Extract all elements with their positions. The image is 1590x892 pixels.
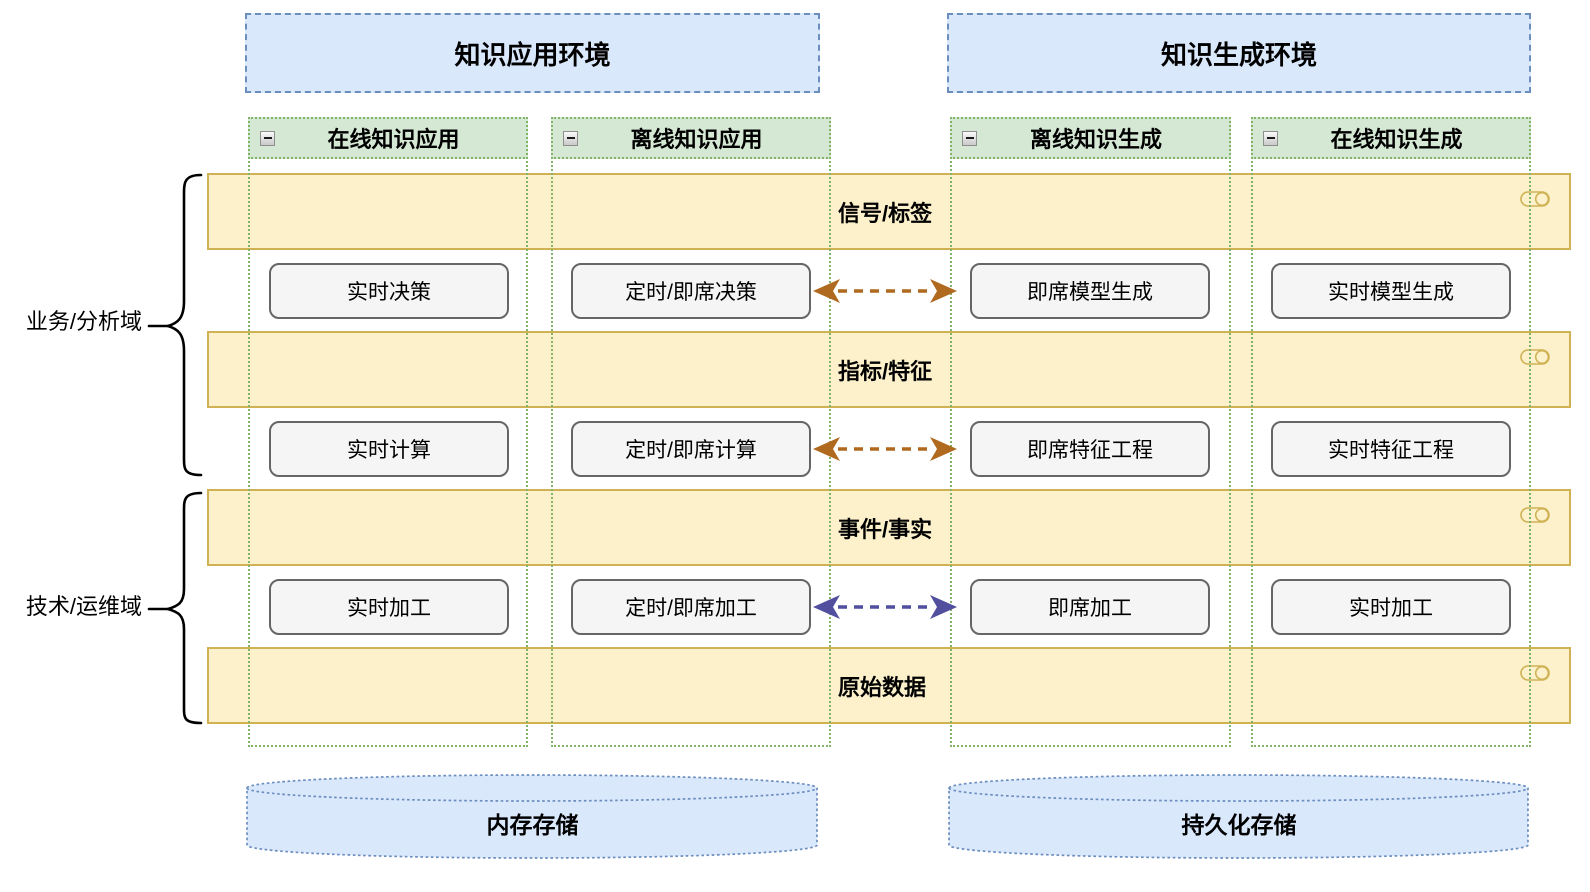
env-title: 知识生成环境	[1160, 39, 1317, 70]
column-title: 在线知识生成	[1330, 127, 1463, 152]
node-scheduled-adhoc-processing: 定时/即席加工	[571, 579, 811, 635]
node-adhoc-model-generation: 即席模型生成	[970, 263, 1210, 319]
node-realtime-model-generation: 实时模型生成	[1271, 263, 1511, 319]
env-knowledge-generation: 知识生成环境	[947, 13, 1531, 93]
datastore-roll-icon	[1520, 191, 1550, 207]
column-title: 离线知识应用	[630, 127, 763, 152]
storage-label: 内存存储	[486, 812, 579, 838]
node-adhoc-processing: 即席加工	[970, 579, 1210, 635]
column-header-online-knowledge-gen: 在线知识生成	[1251, 117, 1531, 159]
storage-memory: 内存存储	[245, 772, 820, 860]
column-header-online-knowledge-app: 在线知识应用	[248, 117, 528, 159]
storage-label: 持久化存储	[1181, 812, 1297, 838]
band-signal-tag: 信号/标签	[207, 173, 1571, 250]
brace-business-analytics	[147, 173, 203, 477]
collapse-icon[interactable]	[563, 130, 578, 146]
env-knowledge-application: 知识应用环境	[245, 13, 820, 93]
band-metric-feature: 指标/特征	[207, 331, 1571, 408]
band-label: 原始数据	[838, 674, 927, 700]
node-realtime-computation: 实时计算	[269, 421, 509, 477]
bidirectional-arrow-computation	[813, 437, 957, 461]
band-event-fact: 事件/事实	[207, 489, 1571, 566]
datastore-roll-icon	[1520, 507, 1550, 523]
domain-label-business-analytics: 业务/分析域	[25, 309, 142, 334]
node-realtime-processing-gen: 实时加工	[1271, 579, 1511, 635]
bidirectional-arrow-processing	[813, 595, 957, 619]
cylinder-icon	[948, 774, 1529, 859]
column-header-offline-knowledge-gen: 离线知识生成	[950, 117, 1231, 159]
node-scheduled-adhoc-computation: 定时/即席计算	[571, 421, 811, 477]
bidirectional-arrow-decision	[813, 279, 957, 303]
storage-persistent: 持久化存储	[947, 772, 1531, 860]
env-title: 知识应用环境	[454, 39, 611, 70]
band-label: 信号/标签	[838, 200, 933, 226]
node-adhoc-feature-engineering: 即席特征工程	[970, 421, 1210, 477]
band-raw-data: 原始数据	[207, 647, 1571, 724]
column-title: 在线知识应用	[327, 127, 460, 152]
column-header-offline-knowledge-app: 离线知识应用	[551, 117, 831, 159]
brace-tech-ops	[147, 491, 203, 725]
column-title: 离线知识生成	[1029, 127, 1162, 152]
cylinder-icon	[246, 774, 818, 859]
datastore-roll-icon	[1520, 349, 1550, 365]
node-realtime-decision: 实时决策	[269, 263, 509, 319]
collapse-icon[interactable]	[260, 130, 275, 146]
node-realtime-feature-engineering: 实时特征工程	[1271, 421, 1511, 477]
band-label: 事件/事实	[838, 516, 933, 542]
collapse-icon[interactable]	[1263, 130, 1278, 146]
node-realtime-processing: 实时加工	[269, 579, 509, 635]
collapse-icon[interactable]	[962, 130, 977, 146]
node-scheduled-adhoc-decision: 定时/即席决策	[571, 263, 811, 319]
domain-label-tech-ops: 技术/运维域	[25, 594, 142, 619]
datastore-roll-icon	[1520, 665, 1550, 681]
band-label: 指标/特征	[838, 358, 933, 384]
